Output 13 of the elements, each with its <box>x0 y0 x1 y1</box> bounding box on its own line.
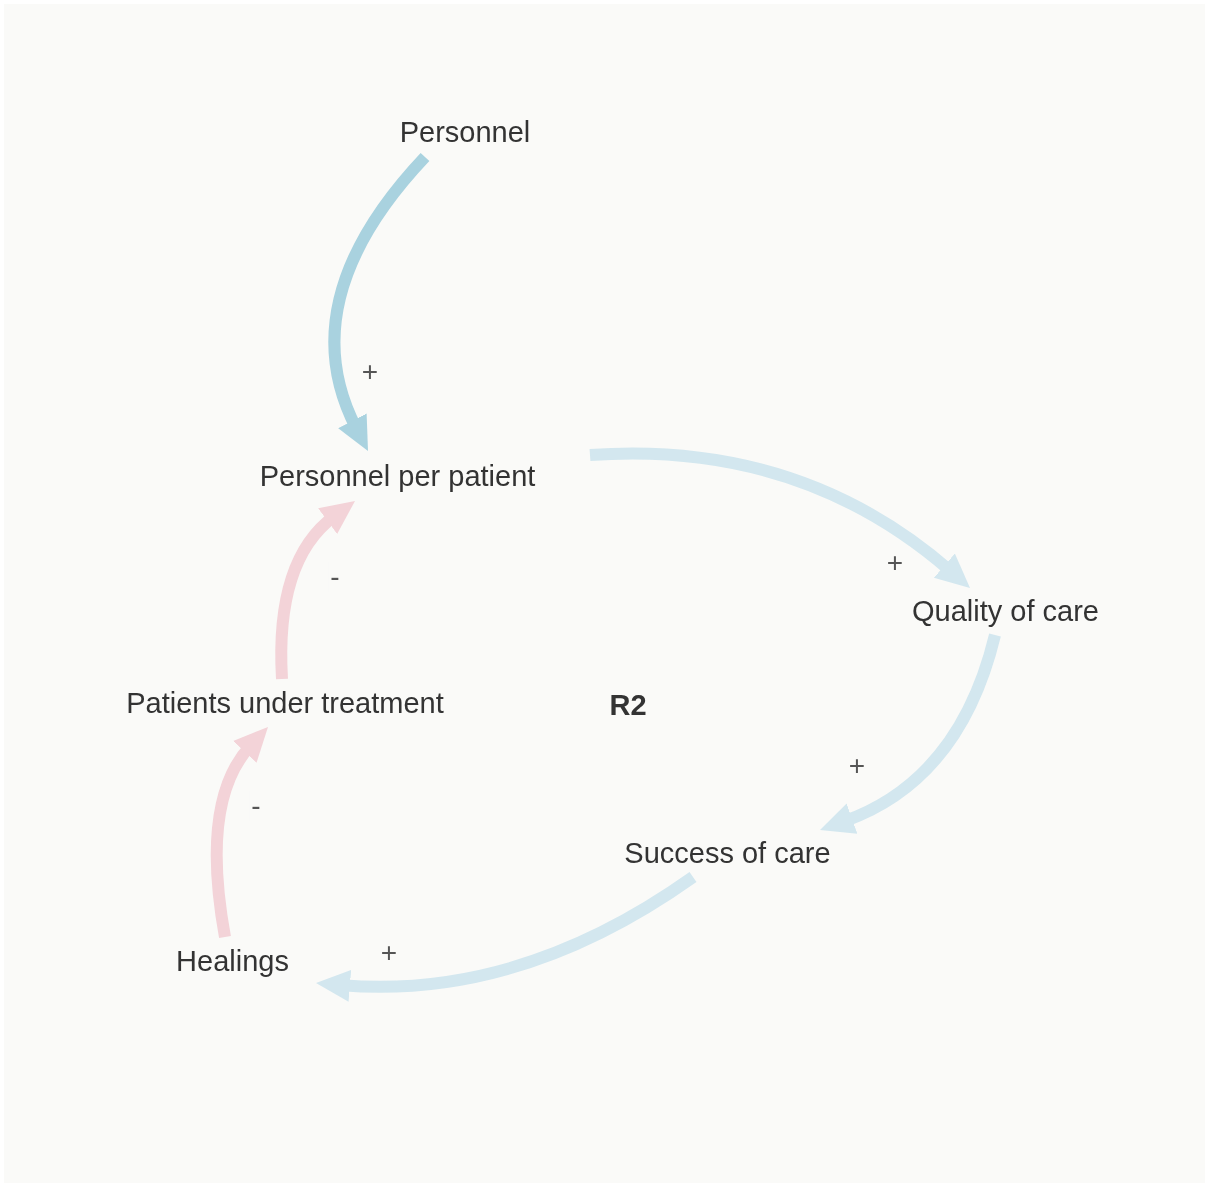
arrow <box>589 447 971 588</box>
arrow <box>210 725 267 938</box>
arrow <box>328 153 430 452</box>
loop-label: R2 <box>609 688 647 722</box>
variable-label: Personnel per patient <box>259 459 536 493</box>
arrow <box>315 872 697 1002</box>
arrow <box>820 633 1001 834</box>
variable-label: Healings <box>176 944 289 978</box>
variable-label: Success of care <box>624 836 831 870</box>
variable-label: Quality of care <box>912 594 1099 628</box>
variable-label: Personnel <box>399 115 531 149</box>
variable-label: Patients under treatment <box>126 686 444 720</box>
arrow <box>275 499 355 680</box>
